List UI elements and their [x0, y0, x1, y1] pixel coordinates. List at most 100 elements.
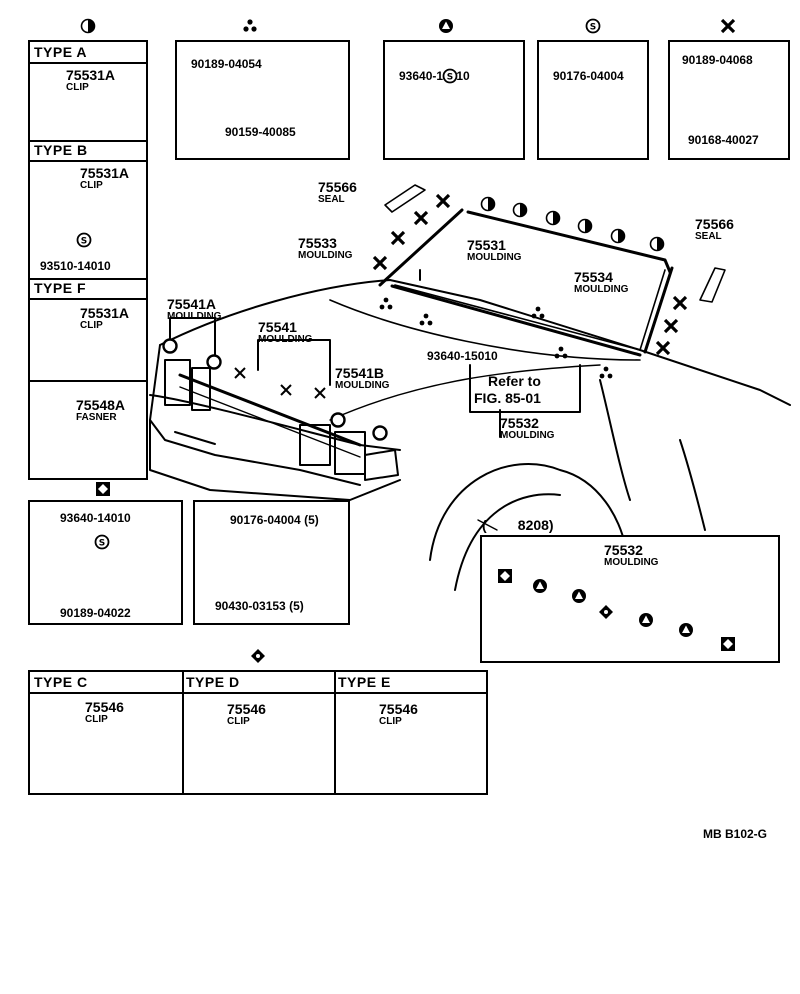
type-b-part: 75531A — [80, 165, 130, 181]
fasner-part: 75548A — [76, 397, 126, 413]
type-d-title: TYPE D — [186, 674, 240, 690]
part-93640-14010-top: 93640-14010 — [399, 69, 470, 83]
x-cross-icon — [372, 255, 388, 271]
triangle-circle-icon — [439, 19, 453, 33]
s-circle-icon — [372, 425, 388, 441]
type-e-title: TYPE E — [338, 674, 391, 690]
three-dots-icon — [599, 366, 613, 379]
type-a-part: 75531A — [66, 67, 116, 83]
part-90159-40085: 90159-40085 — [225, 125, 296, 139]
triangle-circle-icon — [679, 623, 693, 637]
moulding-75541b-desc: MOULDING — [335, 380, 390, 391]
x-cross-icon — [655, 340, 671, 356]
x-cross-icon — [413, 210, 429, 226]
moulding-75534-part: 75534 — [574, 269, 613, 285]
svg-text:S: S — [99, 539, 105, 549]
half-circle-icon — [80, 18, 96, 34]
fig-8208-ref[interactable]: ( 8208) — [482, 517, 554, 533]
type-f-desc: CLIP — [80, 320, 103, 331]
diamond-dots-icon — [599, 605, 613, 619]
type-c-section: TYPE C 75546 CLIP — [30, 672, 184, 793]
diamond-dots-icon — [251, 649, 265, 663]
moulding-75531-part: 75531 — [467, 237, 506, 253]
moulding-75534-desc: MOULDING — [574, 284, 629, 295]
half-circle-icon — [649, 236, 665, 252]
svg-text:S: S — [81, 237, 87, 247]
type-d-desc: CLIP — [227, 716, 250, 727]
type-f-section: TYPE F 75531A CLIP — [30, 278, 146, 382]
type-b-title: TYPE B — [34, 142, 88, 158]
part-93640-14010-mid: 93640-14010 — [60, 511, 131, 525]
three-dots-icon — [419, 313, 433, 326]
svg-text:S: S — [590, 23, 596, 33]
s-circle-icon: S — [442, 68, 458, 84]
moulding-75541-desc: MOULDING — [258, 334, 313, 345]
half-circle-icon — [577, 218, 593, 234]
three-dots-icon — [554, 346, 568, 359]
part-90189-04068: 90189-04068 — [682, 53, 753, 67]
box-top-90189-90168: 90189-04068 90168-40027 — [668, 40, 790, 160]
three-dots-icon — [379, 297, 393, 310]
part-90176-04004-5: 90176-04004 (5) — [230, 513, 319, 527]
type-e-section: TYPE E 75546 CLIP — [334, 672, 486, 793]
type-c-part: 75546 — [85, 699, 124, 715]
x-cross-icon — [663, 318, 679, 334]
half-circle-icon — [480, 196, 496, 212]
type-cde-row: TYPE C 75546 CLIP TYPE D 75546 CLIP TYPE… — [28, 670, 488, 795]
part-90168-40027: 90168-40027 — [688, 133, 759, 147]
box-top-screws: 90189-04054 90159-40085 — [175, 40, 350, 160]
three-dots-icon — [531, 306, 545, 319]
triangle-circle-icon — [572, 589, 586, 603]
type-d-section: TYPE D 75546 CLIP — [182, 672, 336, 793]
svg-text:S: S — [447, 73, 453, 83]
box-top-90176: 90176-04004 — [537, 40, 649, 160]
type-f-part: 75531A — [80, 305, 130, 321]
x-cross-icon — [720, 18, 736, 34]
moulding-75541a-desc: MOULDING — [167, 311, 222, 322]
fig-85-01-link[interactable]: FIG. 85-01 — [474, 390, 541, 406]
type-e-part: 75546 — [379, 701, 418, 717]
part-90430-03153-5: 90430-03153 (5) — [215, 599, 304, 613]
three-dots-icon — [243, 19, 257, 32]
s-circle-icon: S — [94, 534, 110, 550]
s-circle-icon — [330, 412, 346, 428]
diagram-code: MB B102-G — [703, 827, 768, 841]
moulding-75531-desc: MOULDING — [467, 252, 522, 263]
type-f-title: TYPE F — [34, 280, 87, 296]
type-e-desc: CLIP — [379, 716, 402, 727]
refer-to-text: Refer to — [488, 373, 541, 389]
part-90176-04004-top: 90176-04004 — [553, 69, 624, 83]
part-90189-04054: 90189-04054 — [191, 57, 262, 71]
type-b-desc: CLIP — [80, 180, 103, 191]
s-circle-icon: S — [585, 18, 601, 34]
seal-left-desc: SEAL — [318, 194, 345, 205]
diamond-square-icon — [96, 482, 110, 496]
moulding-75533-part: 75533 — [298, 235, 337, 251]
part-93510-14010: 93510-14010 — [40, 259, 111, 273]
x-cross-icon — [314, 387, 326, 399]
box-top-93640: 93640-14010 — [383, 40, 525, 160]
moulding-75532-part: 75532 — [500, 415, 539, 431]
moulding-75541-part: 75541 — [258, 319, 297, 335]
seal-left-part: 75566 — [318, 179, 357, 195]
half-circle-icon — [512, 202, 528, 218]
moulding-75541b-part: 75541B — [335, 365, 385, 381]
x-cross-icon — [280, 384, 292, 396]
seal-right-part: 75566 — [695, 216, 734, 232]
triangle-circle-icon — [639, 613, 653, 627]
refer-to-fig-box[interactable]: Refer to FIG. 85-01 — [470, 365, 580, 410]
box-mid-90176-90430: 90176-04004 (5) 90430-03153 (5) — [193, 500, 350, 625]
part-90189-04022: 90189-04022 — [60, 606, 131, 620]
type-a-desc: CLIP — [66, 82, 89, 93]
fasner-section: 75548A FASNER — [30, 380, 146, 478]
half-circle-icon — [610, 228, 626, 244]
triangle-circle-icon — [533, 579, 547, 593]
type-c-title: TYPE C — [34, 674, 88, 690]
part-93640-15010: 93640-15010 — [427, 349, 498, 363]
type-b-section: TYPE B 75531A CLIP 93510-14010 — [30, 140, 146, 280]
half-circle-icon — [545, 210, 561, 226]
moulding-75541a-part: 75541A — [167, 296, 217, 312]
x-cross-icon — [390, 230, 406, 246]
s-circle-icon — [206, 354, 222, 370]
type-a-section: TYPE A 75531A CLIP — [30, 42, 146, 142]
